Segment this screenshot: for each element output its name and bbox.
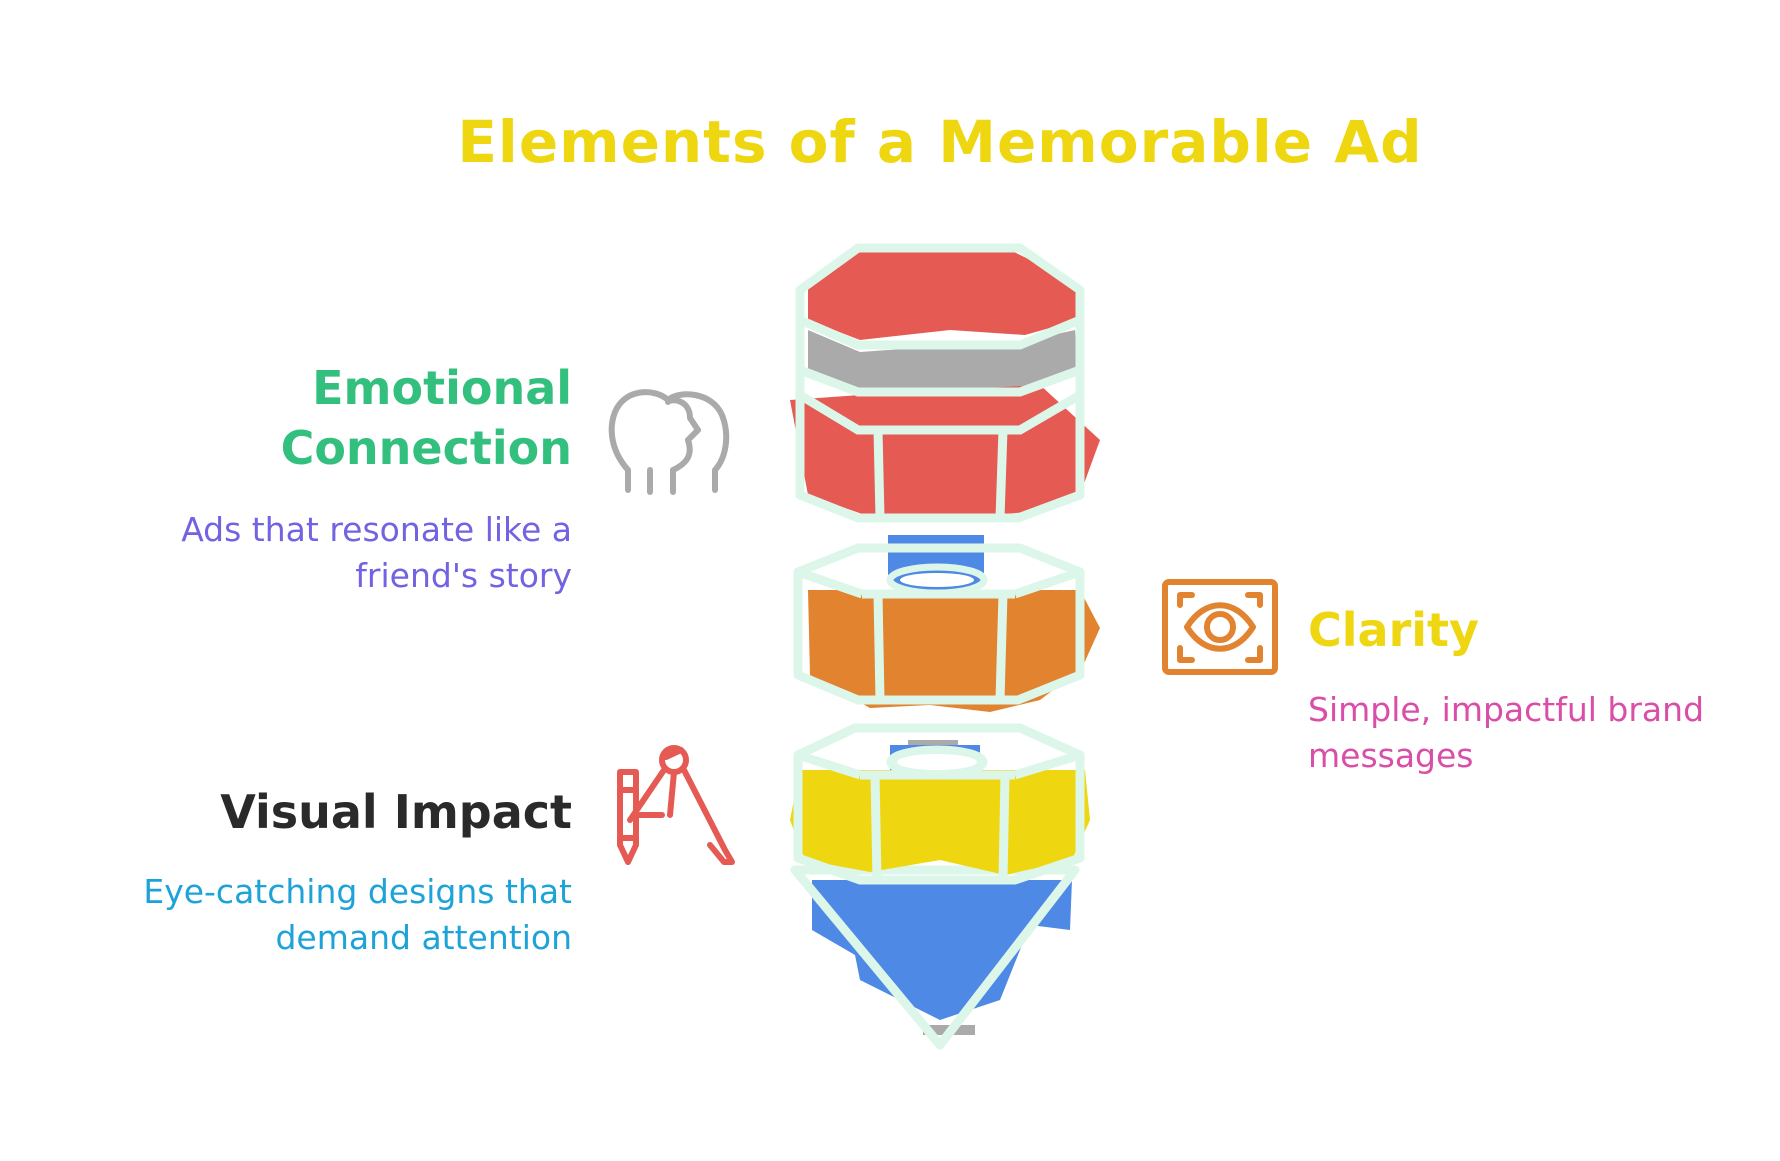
head-profile-icon	[608, 389, 730, 495]
emotional-desc-line2: friend's story	[355, 556, 572, 595]
blue-cone-segment	[790, 865, 1080, 1050]
clarity-heading: Clarity	[1308, 600, 1708, 660]
visual-heading-line1: Visual Impact	[220, 785, 572, 839]
clarity-description: Simple, impactful brand messages	[1308, 687, 1768, 779]
emotional-heading-line1: Emotional	[312, 361, 572, 415]
visual-impact-heading: Visual Impact	[120, 782, 572, 842]
visual-desc-line2: demand attention	[275, 918, 572, 957]
visual-desc-line1: Eye-catching designs that	[143, 872, 572, 911]
emotional-desc-line1: Ads that resonate like a	[181, 510, 572, 549]
red-segment	[790, 243, 1100, 523]
emotional-heading-line2: Connection	[280, 421, 572, 475]
central-stack	[790, 243, 1100, 1050]
eye-icon	[1162, 579, 1278, 675]
clarity-desc-line2: messages	[1308, 736, 1474, 775]
orange-segment	[793, 543, 1100, 712]
clarity-desc-line1: Simple, impactful brand	[1308, 690, 1705, 729]
visual-impact-description: Eye-catching designs that demand attenti…	[60, 869, 572, 961]
yellow-segment	[790, 723, 1090, 885]
design-tools-icon	[617, 745, 735, 865]
emotional-connection-description: Ads that resonate like a friend's story	[70, 507, 572, 599]
emotional-connection-heading: Emotional Connection	[170, 358, 572, 478]
clarity-heading-line1: Clarity	[1308, 603, 1479, 657]
diagram-title: Elements of a Memorable Ad	[457, 108, 1423, 176]
